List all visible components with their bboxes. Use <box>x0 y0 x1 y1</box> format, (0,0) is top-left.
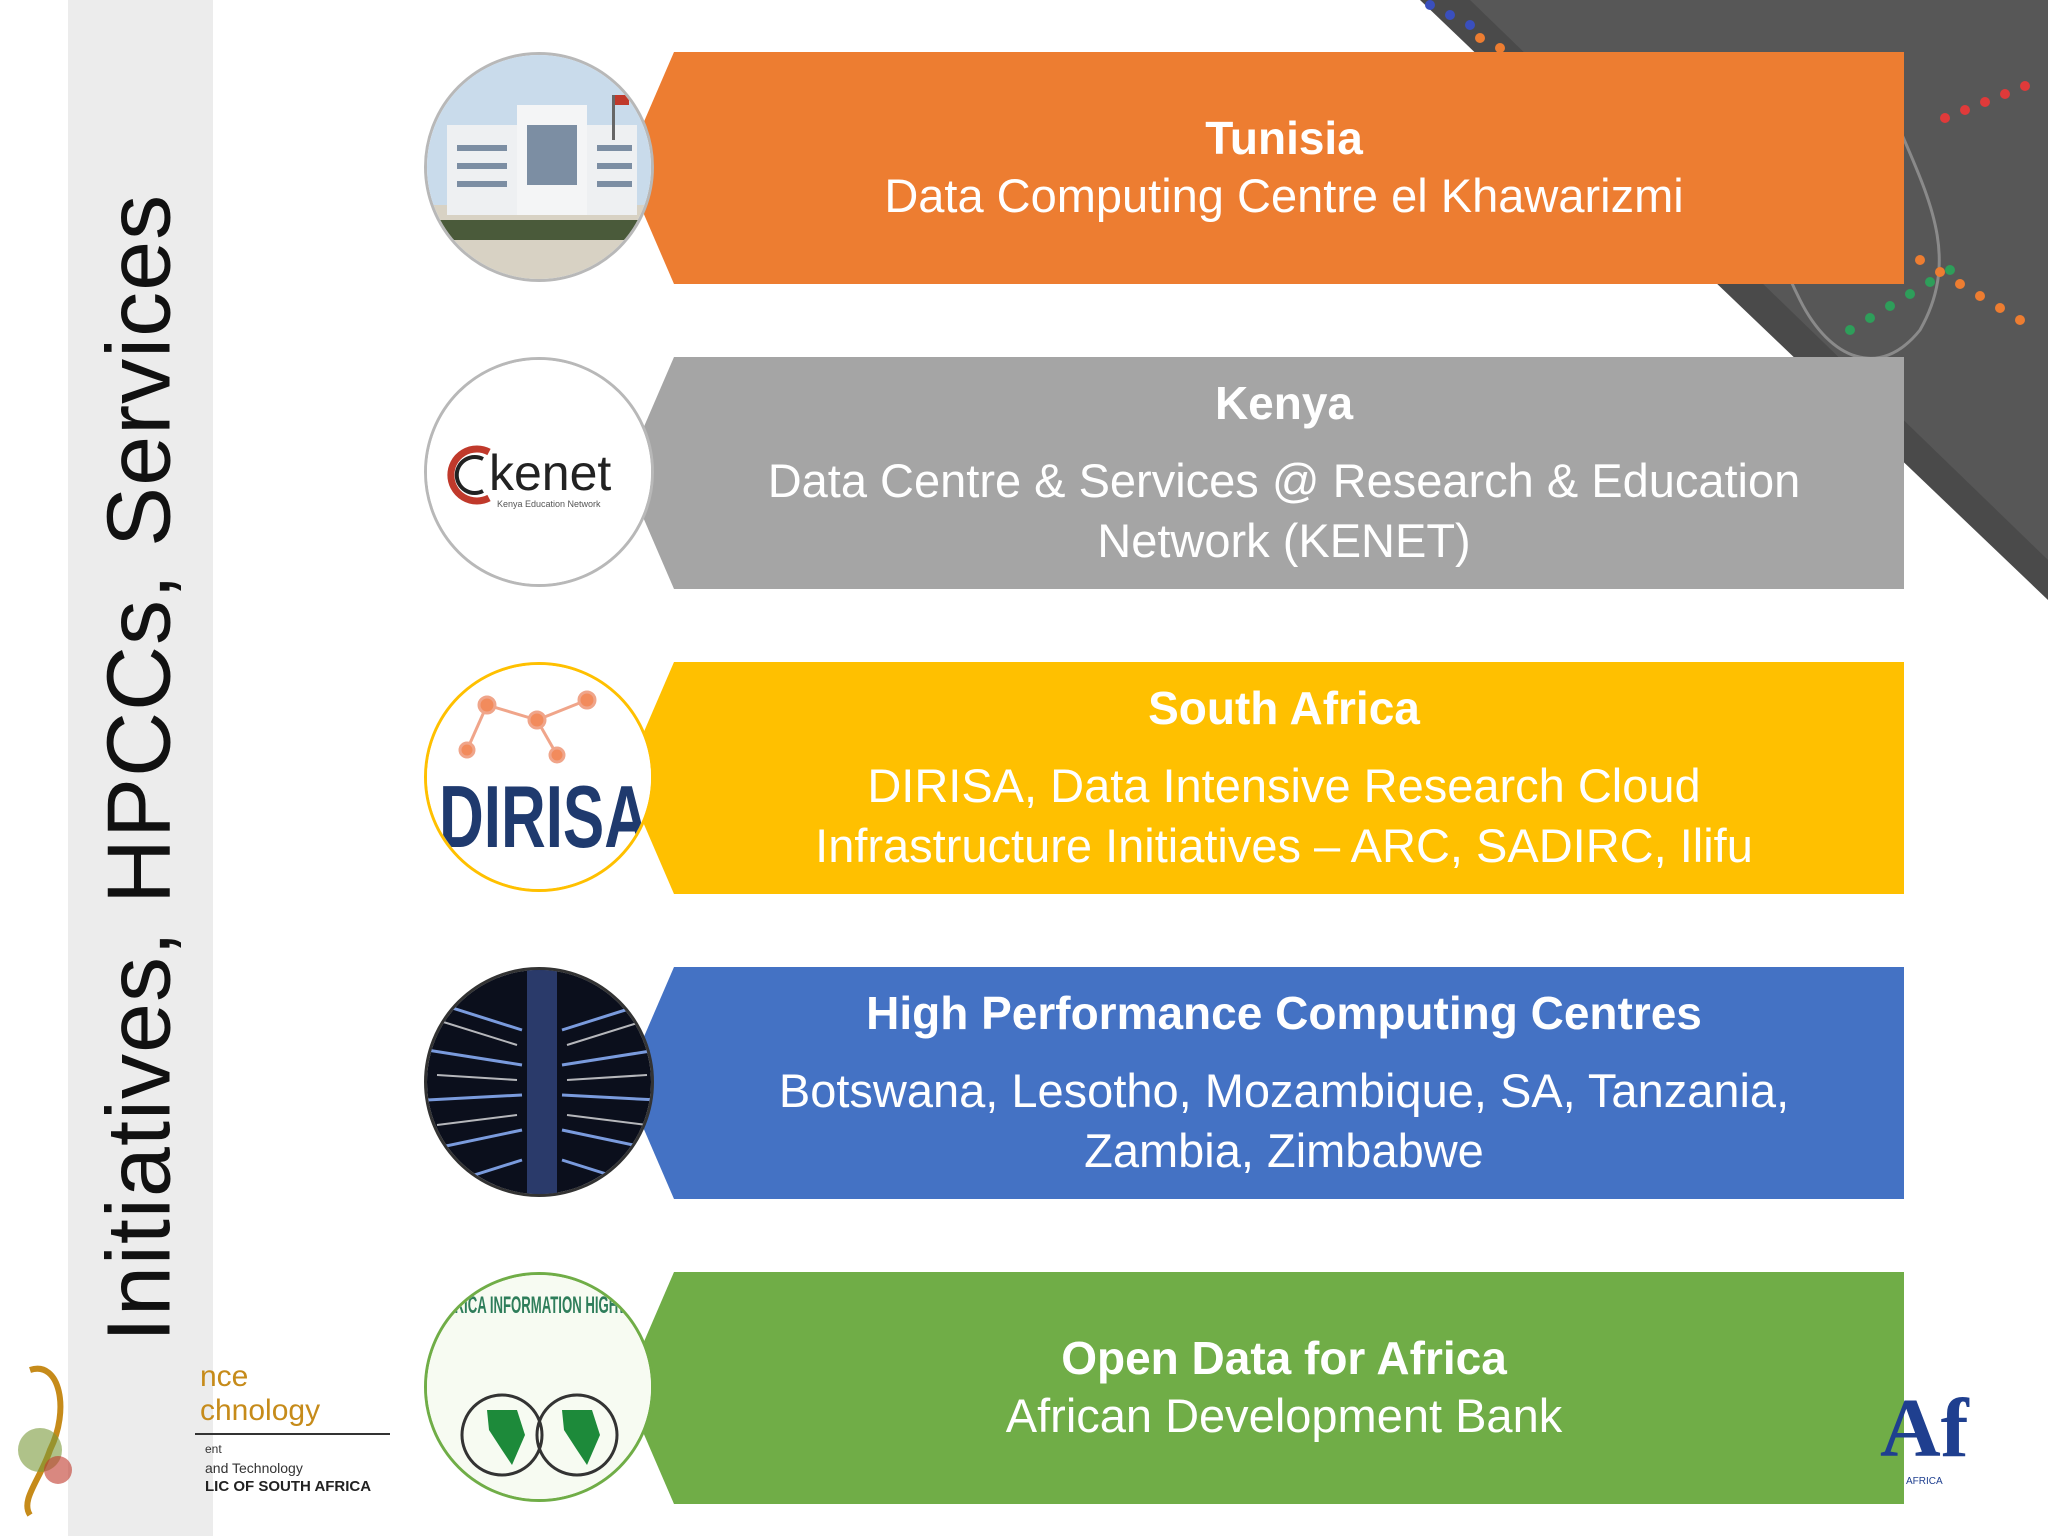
item-description: Data Centre & Services @ Research & Educ… <box>767 454 1801 567</box>
dst-logo-line1: nce <box>200 1360 249 1393</box>
item-description: African Development Bank <box>1005 1389 1563 1442</box>
item-description: DIRISA, Data Intensive Research Cloud In… <box>815 759 1753 872</box>
banner-hpc-centres: High Performance Computing Centres Botsw… <box>624 967 1904 1199</box>
dst-logo-line4: and Technology <box>205 1460 303 1476</box>
list-item-open-data-africa: Open Data for Africa African Development… <box>424 1272 1904 1504</box>
banner-kenya: Kenya Data Centre & Services @ Research … <box>624 357 1904 589</box>
kenet-logo-icon: kenet Kenya Education Network <box>424 357 654 587</box>
dst-logo-line3: ent <box>205 1442 222 1456</box>
list-item-kenya: Kenya Data Centre & Services @ Research … <box>424 357 1904 589</box>
item-description: Data Computing Centre el Khawarizmi <box>884 169 1684 222</box>
dirisa-logo-icon: DIRISA <box>424 662 654 892</box>
dst-logo-line5: LIC OF SOUTH AFRICA <box>205 1478 372 1495</box>
slide-title: Initiatives, HPCCs, Services <box>89 193 190 1343</box>
building-photo-icon <box>424 52 654 282</box>
africa-information-highway-logo-icon: AFRICA INFORMATION HIGHWAY <box>424 1272 654 1502</box>
item-title: High Performance Computing Centres <box>866 987 1702 1039</box>
partner-logo-right: Af AFRICA <box>1880 1380 2000 1490</box>
item-description: Botswana, Lesotho, Mozambique, SA, Tanza… <box>778 1064 1790 1177</box>
server-rack-photo-icon <box>424 967 654 1197</box>
kenet-logo-text: kenet <box>489 445 611 501</box>
aih-logo-text: AFRICA INFORMATION HIGHWAY <box>437 1292 647 1319</box>
list-item-tunisia: Tunisia Data Computing Centre el Khawari… <box>424 52 1904 284</box>
item-title: Open Data for Africa <box>1061 1332 1507 1384</box>
list-item-hpc-centres: High Performance Computing Centres Botsw… <box>424 967 1904 1199</box>
banner-open-data-africa: Open Data for Africa African Development… <box>624 1272 1904 1504</box>
title-bar <box>68 0 213 1536</box>
item-title: Kenya <box>1214 377 1354 429</box>
list-item-south-africa: South Africa DIRISA, Data Intensive Rese… <box>424 662 1904 894</box>
kenet-logo-subtext: Kenya Education Network <box>497 499 601 509</box>
department-science-technology-logo: nce chnology ent and Technology LIC OF S… <box>0 1350 410 1520</box>
banner-south-africa: South Africa DIRISA, Data Intensive Rese… <box>624 662 1904 894</box>
dirisa-logo-text: DIRISA <box>439 767 649 866</box>
dst-logo-line2: chnology <box>200 1394 321 1427</box>
item-title: Tunisia <box>1205 112 1363 164</box>
item-title: South Africa <box>1148 682 1420 734</box>
banner-tunisia: Tunisia Data Computing Centre el Khawari… <box>624 52 1904 284</box>
partner-logo-text: Af <box>1880 1382 1969 1475</box>
partner-logo-subtext: AFRICA <box>1906 1476 1943 1487</box>
